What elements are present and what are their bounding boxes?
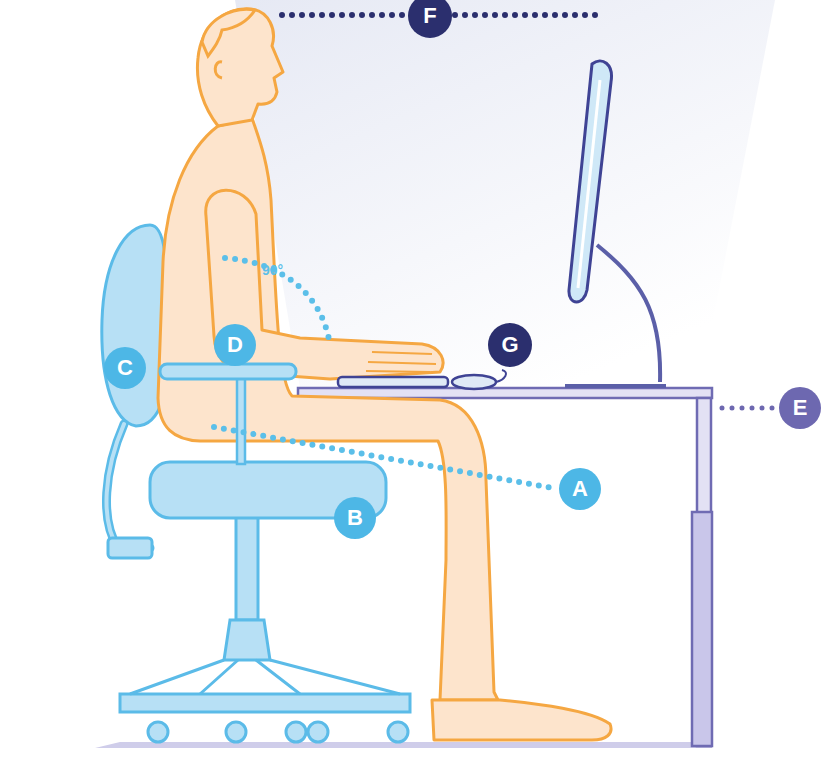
callout-letter: B xyxy=(347,507,363,529)
callout-letter: F xyxy=(423,5,436,27)
eye-distance-line xyxy=(455,12,600,18)
floor xyxy=(95,742,712,748)
callout-letter: C xyxy=(117,357,133,379)
chair-hub xyxy=(224,620,270,660)
hip-level-leader xyxy=(214,427,558,489)
desk-height-leader xyxy=(722,406,778,411)
person xyxy=(158,9,611,740)
person-shoe xyxy=(432,700,611,740)
view-shade xyxy=(235,0,775,388)
desk-leg-lower xyxy=(692,512,712,746)
chair-stem xyxy=(236,515,258,620)
callout-circle: A xyxy=(559,468,601,510)
monitor-screen xyxy=(569,61,612,302)
armrest xyxy=(160,364,296,379)
callout-letter: D xyxy=(227,334,243,356)
callout-circle: D xyxy=(214,324,256,366)
chair-wheel xyxy=(226,722,246,742)
callout-letter: E xyxy=(793,397,808,419)
person-ear xyxy=(215,62,222,78)
chair-support-fill xyxy=(107,424,150,548)
chair-legs xyxy=(130,660,400,694)
monitor-stand xyxy=(597,245,660,382)
callout-circle: E xyxy=(779,387,821,429)
callout-letter: A xyxy=(572,478,588,500)
dotted-guides xyxy=(214,15,778,489)
chair-wheel xyxy=(308,722,328,742)
angle-label: 90° xyxy=(262,262,283,278)
callout-circle: B xyxy=(334,497,376,539)
callout-letter: G xyxy=(501,334,518,356)
armrest-post xyxy=(237,378,245,464)
chair-wheel xyxy=(148,722,168,742)
person-body xyxy=(158,118,498,700)
chair-support xyxy=(107,424,150,548)
person-arm xyxy=(206,190,443,379)
chair-base xyxy=(120,694,410,712)
chair-wheel xyxy=(286,722,306,742)
screen-glare xyxy=(578,80,600,288)
callout-circle: C xyxy=(104,347,146,389)
person-hair xyxy=(202,9,255,56)
callout-circle: G xyxy=(488,323,532,367)
keyboard xyxy=(338,377,448,387)
chair-bracket xyxy=(108,538,152,558)
eye-distance-line xyxy=(282,12,405,18)
mouse-cable xyxy=(496,370,506,382)
person-fingers xyxy=(366,352,436,372)
chair-wheel xyxy=(388,722,408,742)
mouse xyxy=(452,375,496,389)
monitor-base xyxy=(565,384,666,388)
person-head xyxy=(197,9,283,126)
